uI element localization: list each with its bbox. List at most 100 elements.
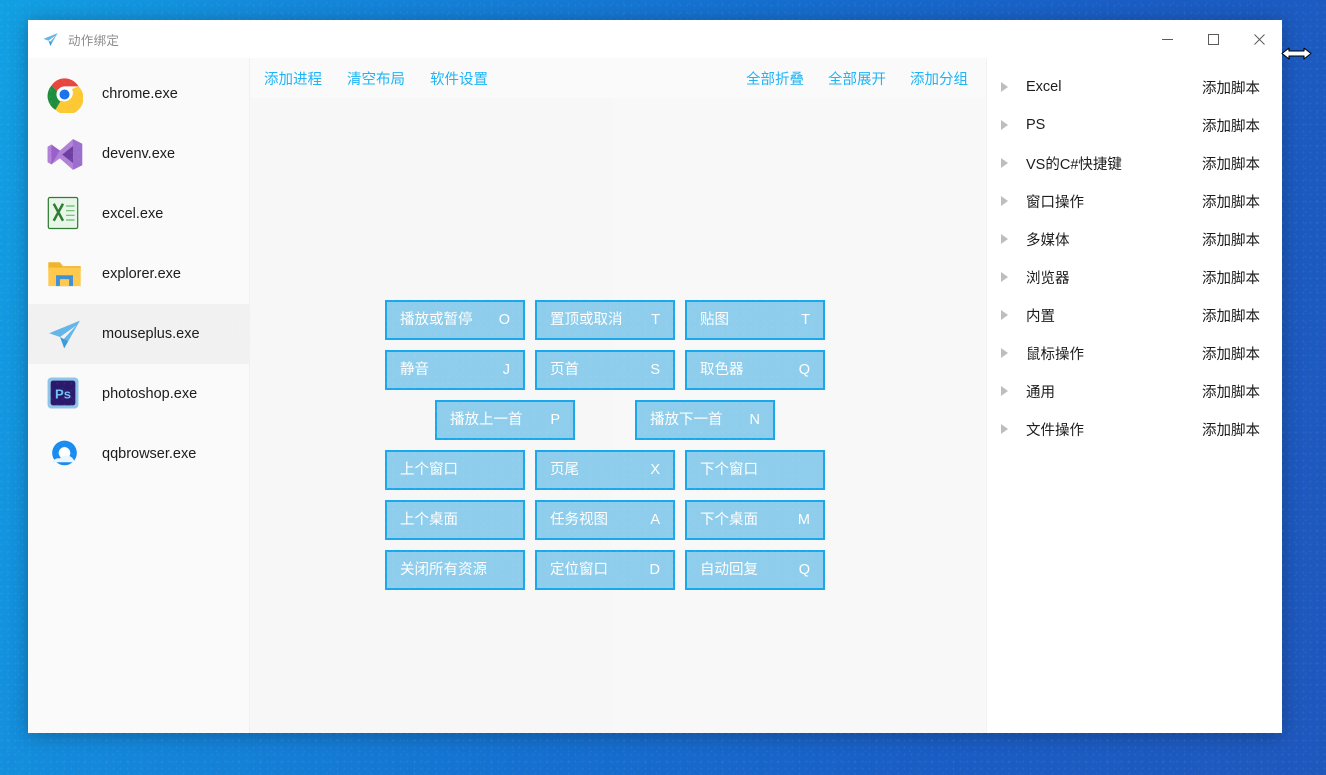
expand-all-link[interactable]: 全部展开 [828,71,886,88]
add-script-link[interactable]: 添加脚本 [1202,384,1260,401]
add-script-link[interactable]: 添加脚本 [1202,194,1260,211]
add-script-link[interactable]: 添加脚本 [1202,80,1260,97]
add-script-link[interactable]: 添加脚本 [1202,118,1260,135]
group-label: VS的C#快捷键 [1026,156,1122,173]
action-shortcut: O [498,311,510,328]
script-group-panel: Excel 添加脚本 PS 添加脚本 VS的C#快捷键 添加脚本 窗口操作 添加 [986,58,1282,733]
action-button-locate-window[interactable]: 定位窗口 D [535,550,675,590]
group-label: 文件操作 [1026,422,1084,439]
action-button-color-picker[interactable]: 取色器 Q [685,350,825,390]
svg-text:Ps: Ps [55,386,71,401]
chevron-right-icon[interactable] [1001,272,1008,282]
grid-row: 播放上一首 P 播放下一首 N [385,400,829,450]
add-script-link[interactable]: 添加脚本 [1202,232,1260,249]
grid-cell: 下个窗口 [685,450,825,490]
software-settings-link[interactable]: 软件设置 [430,71,488,88]
sidebar-item-devenv[interactable]: devenv.exe [28,124,249,184]
action-button-toggle-topmost[interactable]: 置顶或取消 T [535,300,675,340]
sidebar-item-mouseplus[interactable]: mouseplus.exe [28,304,249,364]
group-row-builtin[interactable]: 内置 添加脚本 [987,296,1282,334]
add-script-link[interactable]: 添加脚本 [1202,346,1260,363]
action-button-page-top[interactable]: 页首 S [535,350,675,390]
excel-icon [46,196,83,233]
qqbrowser-icon [46,436,83,473]
grid-row: 播放或暂停 O 置顶或取消 T [385,300,829,350]
grid-cell: 播放或暂停 O [385,300,525,340]
action-button-next-track[interactable]: 播放下一首 N [635,400,775,440]
chevron-right-icon[interactable] [1001,196,1008,206]
action-button-previous-track[interactable]: 播放上一首 P [435,400,575,440]
action-button-mute[interactable]: 静音 J [385,350,525,390]
grid-cell: 页首 S [535,350,675,390]
action-label: 播放上一首 [450,411,523,428]
sidebar-item-chrome[interactable]: chrome.exe [28,64,249,124]
action-button-previous-desktop[interactable]: 上个桌面 [385,500,525,540]
action-label: 上个桌面 [400,511,458,528]
action-label: 置顶或取消 [550,311,623,328]
add-script-link[interactable]: 添加脚本 [1202,308,1260,325]
action-button-play-pause[interactable]: 播放或暂停 O [385,300,525,340]
minimize-button[interactable] [1144,20,1190,58]
chevron-right-icon[interactable] [1001,234,1008,244]
action-button-page-bottom[interactable]: 页尾 X [535,450,675,490]
group-row-mouse-ops[interactable]: 鼠标操作 添加脚本 [987,334,1282,372]
action-button-auto-reply[interactable]: 自动回复 Q [685,550,825,590]
sidebar-item-label: qqbrowser.exe [102,446,197,462]
application-window: 动作绑定 [28,20,1282,733]
action-button-next-window[interactable]: 下个窗口 [685,450,825,490]
add-script-link[interactable]: 添加脚本 [1202,156,1260,173]
sidebar-item-label: devenv.exe [102,146,176,162]
sidebar-item-qqbrowser[interactable]: qqbrowser.exe [28,424,249,484]
window-body: chrome.exe devenv.exe [28,58,1282,733]
folder-icon [46,256,83,293]
group-row-file-ops[interactable]: 文件操作 添加脚本 [987,410,1282,448]
chevron-right-icon[interactable] [1001,158,1008,168]
grid-cell: 贴图 T [685,300,825,340]
group-row-multimedia[interactable]: 多媒体 添加脚本 [987,220,1282,258]
sidebar-item-label: chrome.exe [102,86,178,102]
add-group-link[interactable]: 添加分组 [910,71,968,88]
sidebar-item-explorer[interactable]: explorer.exe [28,244,249,304]
action-button-task-view[interactable]: 任务视图 A [535,500,675,540]
group-row-vs-csharp[interactable]: VS的C#快捷键 添加脚本 [987,144,1282,182]
chevron-right-icon[interactable] [1001,82,1008,92]
action-label: 播放下一首 [650,411,723,428]
title-bar[interactable]: 动作绑定 [28,20,1282,58]
chevron-right-icon[interactable] [1001,120,1008,130]
action-button-previous-window[interactable]: 上个窗口 [385,450,525,490]
chevron-right-icon[interactable] [1001,310,1008,320]
action-button-next-desktop[interactable]: 下个桌面 M [685,500,825,540]
action-shortcut: Q [798,561,810,578]
chevron-right-icon[interactable] [1001,386,1008,396]
collapse-all-link[interactable]: 全部折叠 [746,71,804,88]
group-row-window-ops[interactable]: 窗口操作 添加脚本 [987,182,1282,220]
action-shortcut: S [650,361,660,378]
grid-cell: 关闭所有资源 [385,550,525,590]
add-script-link[interactable]: 添加脚本 [1202,270,1260,287]
sidebar-item-label: photoshop.exe [102,386,198,402]
action-button-screenshot-pin[interactable]: 贴图 T [685,300,825,340]
process-sidebar: chrome.exe devenv.exe [28,58,250,733]
grid-row: 静音 J 页首 S [385,350,829,400]
group-label: 通用 [1026,384,1055,401]
close-button[interactable] [1236,20,1282,58]
horizontal-resize-cursor [1281,44,1312,63]
add-process-link[interactable]: 添加进程 [264,71,322,88]
center-toolbar: 添加进程 清空布局 软件设置 全部折叠 全部展开 添加分组 [250,58,986,98]
chevron-right-icon[interactable] [1001,424,1008,434]
clear-layout-link[interactable]: 清空布局 [347,71,405,88]
action-shortcut: T [651,311,660,328]
add-script-link[interactable]: 添加脚本 [1202,422,1260,439]
group-label: 窗口操作 [1026,194,1084,211]
group-row-excel[interactable]: Excel 添加脚本 [987,68,1282,106]
group-row-ps[interactable]: PS 添加脚本 [987,106,1282,144]
action-button-close-all-resources[interactable]: 关闭所有资源 [385,550,525,590]
binding-canvas[interactable]: 播放或暂停 O 置顶或取消 T [250,98,986,733]
group-row-browser[interactable]: 浏览器 添加脚本 [987,258,1282,296]
group-row-general[interactable]: 通用 添加脚本 [987,372,1282,410]
action-label: 上个窗口 [400,461,458,478]
maximize-button[interactable] [1190,20,1236,58]
chevron-right-icon[interactable] [1001,348,1008,358]
sidebar-item-excel[interactable]: excel.exe [28,184,249,244]
sidebar-item-photoshop[interactable]: Ps photoshop.exe [28,364,249,424]
